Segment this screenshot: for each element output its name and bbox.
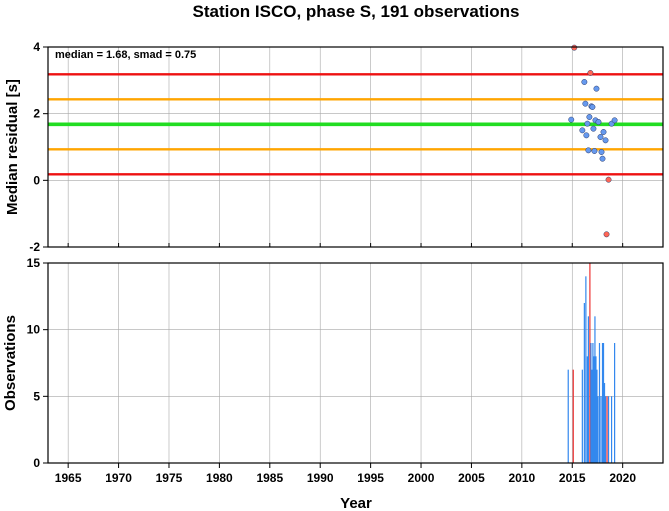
x-tick-label: 1965 [55, 471, 82, 485]
observation-bar [593, 356, 595, 463]
residual-y-tick-label: 0 [33, 173, 40, 187]
observation-bar [610, 396, 613, 463]
residual-point [602, 137, 609, 144]
residual-point [583, 132, 590, 139]
residual-point [591, 148, 598, 154]
residual-point [568, 116, 575, 123]
observations-y-tick-label: 10 [27, 323, 41, 337]
observation-bar [607, 396, 610, 463]
residual-point [586, 114, 593, 120]
residual-plot-area [48, 47, 663, 247]
residual-y-tick-label: 2 [33, 107, 40, 121]
observation-bar [590, 343, 592, 463]
residual-point [590, 125, 597, 132]
median-smad-annotation: median = 1.68, smad = 0.75 [55, 49, 196, 61]
observation-bar [581, 369, 583, 463]
residual-plot-frame [47, 46, 664, 248]
observation-bar [596, 369, 598, 463]
x-tick-label: 1995 [357, 471, 384, 485]
observation-bar [586, 356, 588, 463]
observations-x-ticks: 1965 1970 1975 1980 1985 1990 1995 2000 2005 2010… [55, 463, 636, 485]
observation-bar [595, 356, 597, 463]
residual-point [582, 100, 589, 107]
residual-point [581, 79, 588, 85]
x-tick-label: 2015 [559, 471, 586, 485]
residual-point [598, 149, 605, 155]
x-tick-label: 1980 [206, 471, 233, 485]
residual-x-ticks [67, 243, 624, 247]
x-tick-label: 1985 [256, 471, 283, 485]
residual-point [599, 155, 606, 162]
residual-point [600, 129, 607, 135]
residual-y-tick-label: 4 [33, 40, 40, 54]
outlier-residual-point [603, 231, 610, 238]
observation-bar [601, 343, 604, 463]
x-tick-label: 1990 [307, 471, 334, 485]
observation-bar [583, 303, 585, 463]
observations-plot-area [48, 263, 663, 463]
observation-bar [602, 343, 605, 463]
observations-plot-frame [47, 262, 664, 464]
observation-bar [585, 276, 587, 463]
observation-bar [592, 343, 594, 463]
observation-bar [597, 396, 599, 463]
outlier-observation-bar [589, 263, 591, 463]
x-tick-label: 1975 [156, 471, 183, 485]
observation-bar [567, 369, 569, 463]
residual-panel: -2 0 2 4 median = 1.68, smad = 0.75 Median … [4, 40, 664, 254]
residual-y-tick-label: -2 [29, 240, 40, 254]
residual-point [593, 85, 600, 92]
residual-point [579, 127, 586, 134]
outlier-residual-point [571, 44, 578, 51]
residual-reference-lines [48, 73, 663, 176]
observations-y-axis-label: Observations [2, 315, 19, 411]
x-tick-label: 2000 [408, 471, 435, 485]
residual-y-ticks: -2 0 2 4 [29, 40, 48, 254]
outlier-residual-point [587, 70, 594, 76]
x-tick-label: 2020 [609, 471, 636, 485]
residual-point [584, 120, 591, 127]
x-tick-label: 2005 [458, 471, 485, 485]
observations-y-tick-label: 5 [33, 389, 40, 403]
outlier-observation-bar [572, 369, 574, 463]
residual-point [585, 147, 592, 154]
observations-y-tick-label: 0 [33, 456, 40, 470]
observations-panel: 0 5 10 15 1965 1970 1975 1980 1985 1990 1995 2000 2… [2, 256, 664, 511]
chart-title: Station ISCO, phase S, 191 observations [193, 2, 520, 21]
observation-bar [614, 343, 616, 463]
observation-bar [587, 316, 589, 463]
outlier-observation-bar [606, 396, 608, 463]
observations-bars [567, 263, 616, 463]
observations-y-tick-label: 15 [27, 256, 41, 270]
residual-point [597, 134, 604, 140]
outlier-residual-point [605, 176, 612, 183]
residual-point [589, 104, 596, 110]
observation-bar [598, 343, 601, 463]
residual-point [611, 117, 618, 124]
observation-bar [600, 396, 602, 463]
x-tick-label: 1970 [105, 471, 132, 485]
residual-points [568, 44, 618, 238]
x-tick-label: 2010 [509, 471, 536, 485]
observation-bar [594, 316, 596, 463]
residual-point [595, 119, 602, 125]
observation-bar [604, 396, 607, 463]
observation-bar [591, 369, 593, 463]
observation-bar [603, 383, 606, 463]
residual-y-axis-label: Median residual [s] [4, 79, 21, 215]
x-axis-label: Year [340, 495, 372, 511]
observations-y-ticks: 0 5 10 15 [27, 256, 48, 470]
